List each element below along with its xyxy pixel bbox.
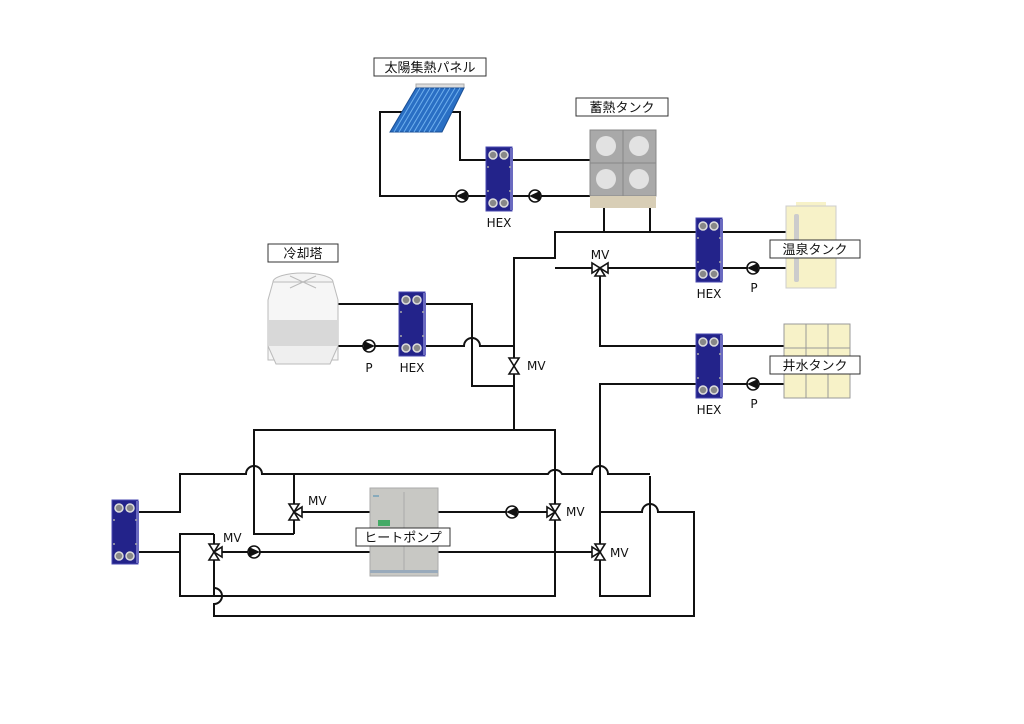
valve-cooling[interactable] [508, 357, 520, 375]
valve-hot-spring-label: MV [591, 248, 610, 262]
hex-hot-spring[interactable] [695, 217, 724, 283]
pump-heat-pump-in[interactable] [247, 545, 261, 559]
pump-hot-spring[interactable] [746, 261, 760, 275]
valve-cooling-label: MV [527, 359, 546, 373]
hex-well-water[interactable] [695, 333, 724, 399]
pump-solar-2[interactable] [528, 189, 542, 203]
valve-hp-lower-right-label: MV [610, 546, 629, 560]
hex-load[interactable] [111, 499, 140, 565]
valve-hp-lower-left[interactable] [208, 543, 223, 561]
pump-cooling[interactable] [362, 339, 376, 353]
pump-cooling-label: P [365, 361, 372, 375]
valve-hp-upper-left[interactable] [288, 503, 303, 521]
hex-cooling-label: HEX [400, 361, 425, 375]
valve-hp-lower-right[interactable] [591, 543, 606, 561]
hex-cooling[interactable] [398, 291, 427, 357]
hex-solar[interactable] [485, 146, 514, 212]
pump-well-water[interactable] [746, 377, 760, 391]
hex-solar-label: HEX [487, 216, 512, 230]
valve-hp-upper-right-label: MV [566, 505, 585, 519]
solar-panel[interactable] [389, 83, 465, 133]
pump-well-water-label: P [750, 397, 757, 411]
hot-spring-tank-label: 温泉タンク [782, 242, 847, 258]
solar-panel-label-box: 太陽集熱パネル [373, 57, 487, 77]
storage-tank-label: 蓄熱タンク [589, 101, 654, 116]
hex-hot-spring-label: HEX [697, 287, 722, 301]
pump-heat-pump-out[interactable] [505, 505, 519, 519]
solar-panel-label: 太陽集熱パネル [384, 60, 475, 76]
hex-well-water-label: HEX [697, 403, 722, 417]
well-water-tank-label: 井水タンク [782, 359, 847, 374]
storage-tank[interactable] [589, 129, 657, 208]
pump-hot-spring-label: P [750, 281, 757, 295]
valve-hot-spring[interactable] [591, 262, 609, 277]
valve-hp-upper-right[interactable] [546, 503, 561, 521]
heat-pump-label: ヒートポンプ [364, 531, 442, 546]
valve-hp-upper-left-label: MV [308, 494, 327, 508]
cooling-tower-label: 冷却塔 [283, 247, 322, 262]
pump-solar-1[interactable] [455, 189, 469, 203]
valve-hp-lower-left-label: MV [223, 531, 242, 545]
cooling-tower[interactable] [267, 272, 339, 365]
